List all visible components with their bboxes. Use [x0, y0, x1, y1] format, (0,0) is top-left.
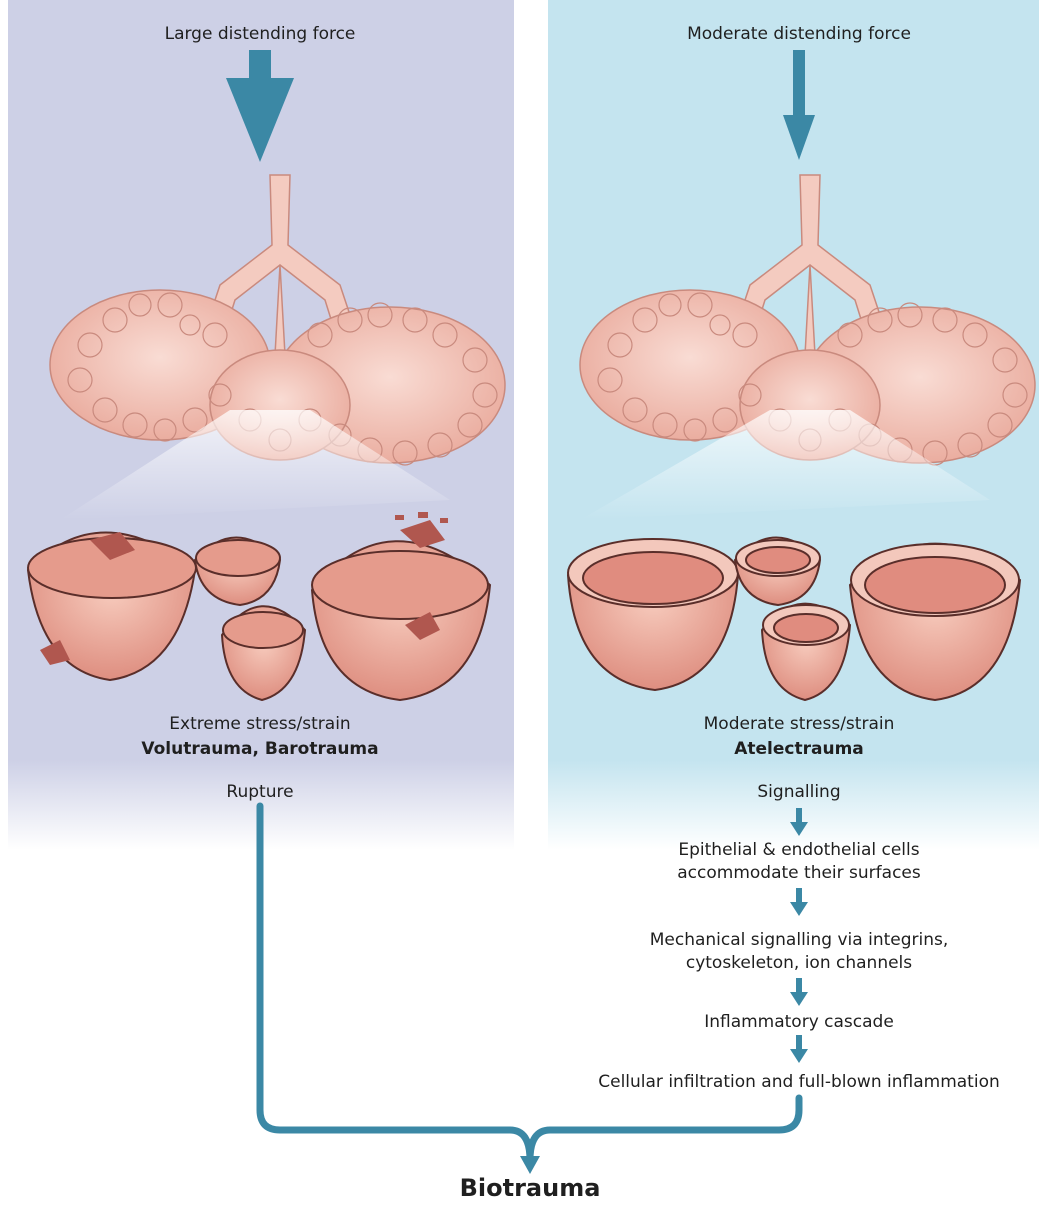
left-force-label: Large distending force — [165, 22, 356, 46]
large-force-arrow — [226, 50, 294, 162]
rupture-path — [260, 806, 530, 1160]
inflammation-path — [530, 1098, 799, 1160]
step-full-inflammation: Cellular infiltration and full-blown inf… — [598, 1070, 1000, 1094]
right-trauma-label: Atelectrauma — [734, 737, 864, 761]
step-epithelial-line2: accommodate their surfaces — [677, 861, 920, 885]
step-mechanical-line1: Mechanical signalling via integrins, — [650, 928, 949, 952]
step-inflammatory-cascade: Inflammatory cascade — [704, 1010, 894, 1034]
right-stress-label: Moderate stress/strain — [704, 712, 895, 736]
left-trauma-label: Volutrauma, Barotrauma — [141, 737, 378, 761]
ruptured-alveoli — [28, 512, 490, 700]
step-epithelial-line1: Epithelial & endothelial cells — [678, 838, 919, 862]
right-force-label: Moderate distending force — [687, 22, 911, 46]
biotrauma-label: Biotrauma — [460, 1176, 601, 1200]
left-stress-label: Extreme stress/strain — [169, 712, 350, 736]
intact-alveoli — [568, 538, 1020, 701]
step-mechanical-line2: cytoskeleton, ion channels — [686, 951, 912, 975]
rupture-label: Rupture — [226, 780, 293, 804]
biotrauma-arrow — [520, 1156, 540, 1174]
step-signalling: Signalling — [757, 780, 840, 804]
moderate-force-arrow — [783, 50, 815, 160]
